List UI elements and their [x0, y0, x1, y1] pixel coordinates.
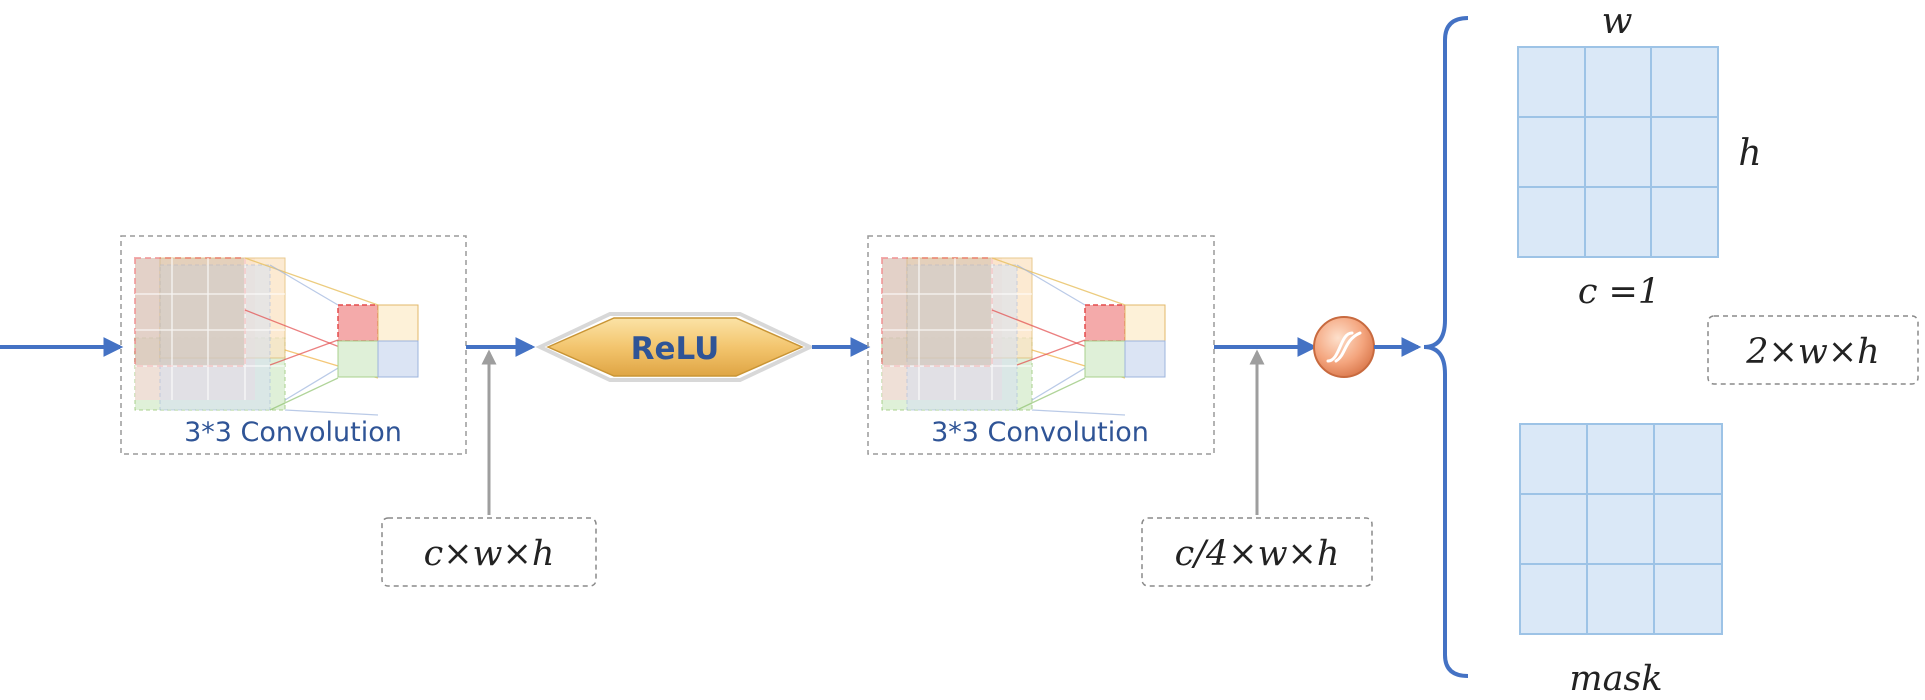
shape-label-after-conv1: c×w×h — [381, 517, 597, 587]
conv2-block: 3*3 Convolution — [867, 235, 1215, 455]
shape-label-output: 2×w×h — [1707, 315, 1919, 385]
conv2-label: 3*3 Convolution — [931, 417, 1149, 448]
height-label: h — [1738, 133, 1761, 174]
conv1-label: 3*3 Convolution — [184, 417, 402, 448]
conv1-block: 3*3 Convolution — [120, 235, 467, 455]
width-label: w — [1602, 1, 1633, 42]
output-grid-bottom — [1519, 423, 1723, 635]
relu-label: ReLU — [631, 331, 720, 367]
svg-text:c×w×h: c×w×h — [424, 534, 555, 574]
svg-text:c/4×w×h: c/4×w×h — [1175, 534, 1340, 574]
mask-label: mask — [1569, 659, 1662, 699]
output-bracket — [1423, 16, 1469, 678]
svg-text:2×w×h: 2×w×h — [1745, 332, 1879, 372]
channel-label: c =1 — [1578, 272, 1660, 312]
output-grid-top — [1517, 46, 1719, 258]
relu-block: ReLU — [535, 312, 815, 382]
sigmoid-icon — [1313, 316, 1375, 378]
shape-label-after-conv2: c/4×w×h — [1141, 517, 1373, 587]
